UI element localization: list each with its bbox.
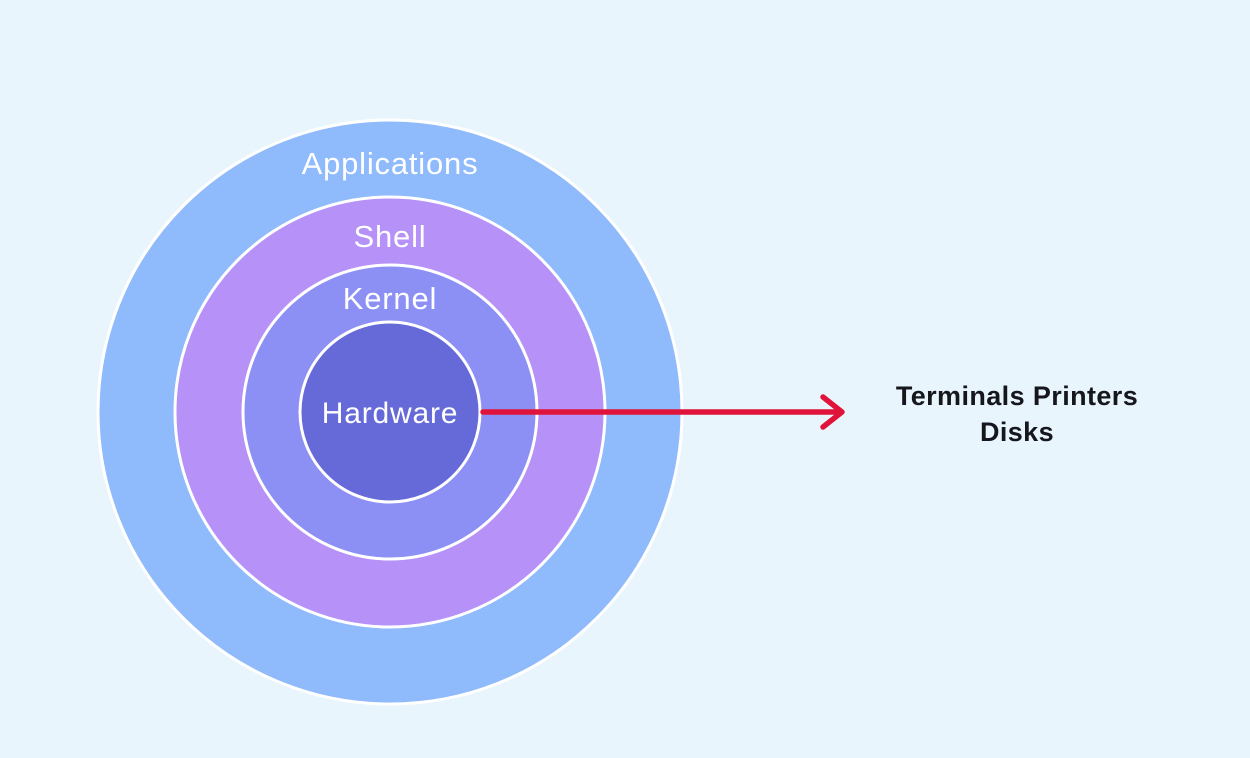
layer-label-shell: Shell xyxy=(354,219,427,254)
layer-label-kernel: Kernel xyxy=(343,281,437,316)
callout-line-1: Terminals Printers xyxy=(896,381,1138,411)
layer-circle-hardware xyxy=(298,320,482,504)
layer-label-applications: Applications xyxy=(302,146,479,181)
layer-label-hardware: Hardware xyxy=(322,397,458,430)
callout-arrow xyxy=(480,394,845,430)
callout-line-2: Disks xyxy=(980,417,1054,447)
arrow-head-icon xyxy=(820,394,845,430)
